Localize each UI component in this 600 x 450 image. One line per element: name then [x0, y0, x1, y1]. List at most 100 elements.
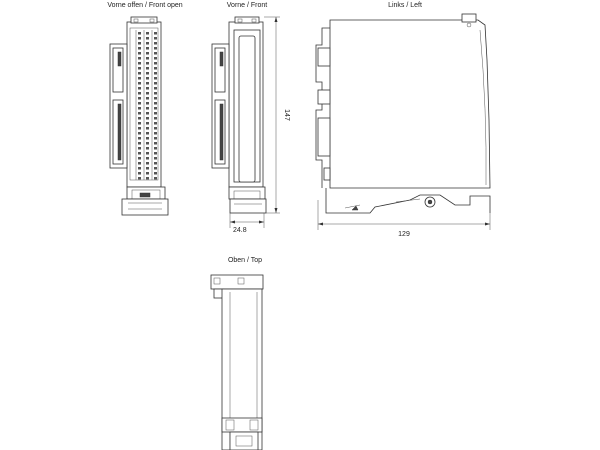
terminal-pin: [154, 37, 157, 40]
terminal-pin: [138, 132, 141, 135]
terminal-pin: [154, 47, 157, 50]
terminal-pin: [154, 52, 157, 55]
terminal-pin: [146, 167, 149, 170]
terminal-pin: [146, 62, 149, 65]
terminal-pin: [146, 172, 149, 175]
terminal-pin: [138, 42, 141, 45]
terminal-pin: [138, 77, 141, 80]
terminal-pin: [138, 97, 141, 100]
view-title-left: Links / Left: [388, 2, 422, 9]
terminal-pin: [138, 157, 141, 160]
view-title-top: Oben / Top: [228, 257, 262, 264]
terminal-pin: [138, 32, 141, 35]
terminal-pin: [138, 82, 141, 85]
terminal-pin: [154, 97, 157, 100]
terminal-pin: [146, 102, 149, 105]
terminal-pin: [154, 152, 157, 155]
terminal-pin: [154, 142, 157, 145]
depth-value: 129: [398, 231, 410, 238]
terminal-pin: [138, 127, 141, 130]
terminal-pin: [138, 62, 141, 65]
terminal-pin: [154, 62, 157, 65]
terminal-pin: [138, 142, 141, 145]
terminal-pin: [154, 137, 157, 140]
front-view: [211, 16, 267, 214]
terminal-pin: [154, 107, 157, 110]
terminal-pin: [154, 162, 157, 165]
terminal-pin: [146, 52, 149, 55]
terminal-pin: [154, 157, 157, 160]
front-open-view: [109, 16, 169, 216]
terminal-pin: [138, 117, 141, 120]
terminal-pin: [154, 122, 157, 125]
terminal-pin: [154, 82, 157, 85]
terminal-pin: [146, 137, 149, 140]
terminal-pin: [154, 112, 157, 115]
terminal-pin: [154, 77, 157, 80]
terminal-pin: [154, 117, 157, 120]
terminal-pin: [146, 157, 149, 160]
terminal-pin: [154, 172, 157, 175]
terminal-pin: [138, 167, 141, 170]
terminal-pin: [154, 57, 157, 60]
terminal-pin: [138, 177, 141, 180]
terminal-pin: [138, 37, 141, 40]
terminal-pin: [154, 127, 157, 130]
terminal-pin: [154, 102, 157, 105]
terminal-pin: [138, 102, 141, 105]
terminal-pin: [138, 92, 141, 95]
terminal-pin: [146, 97, 149, 100]
terminal-pin: [138, 72, 141, 75]
terminal-pin: [138, 112, 141, 115]
terminal-pin: [138, 122, 141, 125]
terminal-pin: [146, 57, 149, 60]
terminal-pin: [146, 82, 149, 85]
terminal-pin: [138, 147, 141, 150]
terminal-pin: [146, 77, 149, 80]
terminal-pin: [154, 67, 157, 70]
view-title-front: Vorne / Front: [227, 2, 268, 9]
terminal-pin: [138, 87, 141, 90]
left-view: [315, 13, 491, 214]
top-view: [210, 274, 264, 450]
terminal-pin: [154, 177, 157, 180]
height-dimension: 147: [264, 16, 290, 214]
terminal-pin: [138, 47, 141, 50]
terminal-pin: [154, 92, 157, 95]
terminal-pin: [138, 57, 141, 60]
terminal-pin: [146, 107, 149, 110]
terminal-pin: [146, 72, 149, 75]
terminal-pin: [154, 32, 157, 35]
terminal-pin: [146, 92, 149, 95]
terminal-pin: [146, 47, 149, 50]
terminal-pin: [146, 37, 149, 40]
terminal-pin: [146, 122, 149, 125]
terminal-pin: [138, 52, 141, 55]
terminal-pin: [138, 107, 141, 110]
terminal-pins: [138, 32, 157, 180]
terminal-pin: [146, 147, 149, 150]
height-value: 147: [283, 109, 290, 121]
terminal-pin: [146, 67, 149, 70]
terminal-pin: [138, 67, 141, 70]
terminal-pin: [146, 112, 149, 115]
terminal-pin: [154, 167, 157, 170]
terminal-pin: [146, 32, 149, 35]
terminal-pin: [146, 42, 149, 45]
terminal-pin: [146, 127, 149, 130]
terminal-pin: [138, 162, 141, 165]
terminal-pin: [154, 42, 157, 45]
terminal-pin: [154, 87, 157, 90]
depth-dimension: 129: [317, 200, 491, 238]
terminal-pin: [154, 72, 157, 75]
terminal-pin: [138, 172, 141, 175]
terminal-pin: [146, 87, 149, 90]
view-title-front-open: Vorne offen / Front open: [107, 2, 182, 9]
terminal-pin: [154, 147, 157, 150]
terminal-pin: [146, 117, 149, 120]
terminal-pin: [138, 137, 141, 140]
width-value: 24.8: [233, 227, 247, 234]
width-dimension: 24.8: [229, 213, 265, 234]
terminal-pin: [146, 142, 149, 145]
